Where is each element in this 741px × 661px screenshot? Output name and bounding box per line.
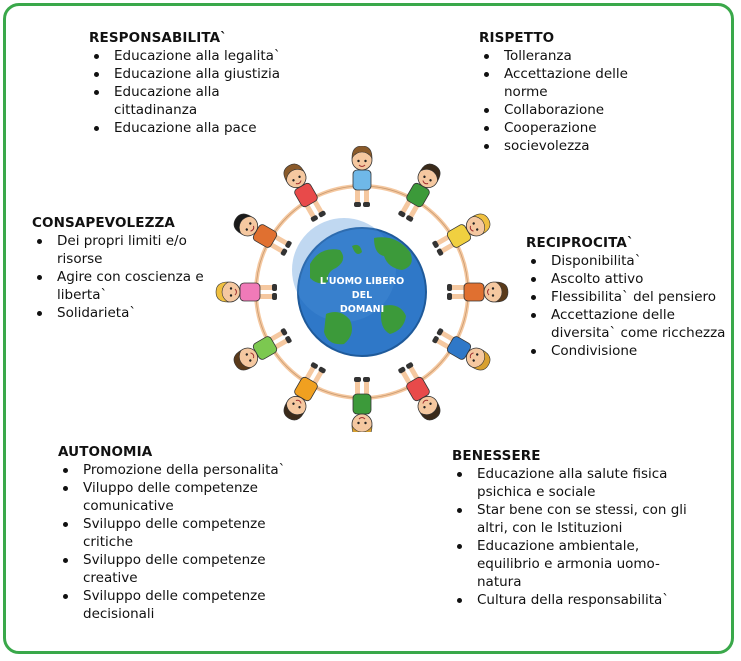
list-item: Sviluppo delle competenze creative [58,551,283,587]
list-item: Disponibilita` [526,252,738,270]
globe: L'UOMO LIBERO DEL DOMANI [292,218,427,357]
child-figure [398,163,441,222]
globe-title-line-1: L'UOMO LIBERO [320,276,404,287]
child-figure [447,281,509,303]
list-item: Agire con coscienza e liberta` [32,268,237,304]
child-figure [233,213,292,256]
child-figure [283,362,326,421]
child-figure [351,377,373,432]
globe-title-line-2: DEL [352,290,372,301]
list-item: Accettazione delle norme [479,65,644,101]
child-figure [233,328,292,371]
list-item: Educazione alla pace [89,119,299,137]
section-title: RESPONSABILITA` [89,30,227,46]
list-item: Educazione alla salute fisica psichica e… [452,465,692,501]
list-item: Flessibilita` del pensiero [526,288,738,306]
list-item: Star bene con se stessi, con gli altri, … [452,501,687,537]
list-item: Educazione alla giustizia [89,65,299,83]
list-item: Sviluppo delle competenze decisionali [58,587,283,623]
list-item: Dei propri limiti e/o risorse [32,232,217,268]
diagram-frame [3,3,734,654]
section-responsabilita: RESPONSABILITA` Educazione alla legalita… [89,29,299,137]
list-item: Condivisione [526,342,738,360]
section-title: AUTONOMIA [58,444,153,460]
child-figure [398,362,441,421]
children-around-globe-illustration: L'UOMO LIBERO DEL DOMANI [215,146,509,432]
child-figure [351,146,373,207]
globe-title-line-3: DOMANI [340,304,384,315]
list-item: Tolleranza [479,47,649,65]
section-consapevolezza: CONSAPEVOLEZZA Dei propri limiti e/o ris… [32,214,222,322]
list-item: socievolezza [479,137,649,155]
list-item: Accettazione delle diversita` come ricch… [526,306,738,342]
list-item: Promozione della personalita` [58,461,288,479]
list-item: Sviluppo delle competenze critiche [58,515,283,551]
child-figure [432,213,491,256]
section-reciprocita: RECIPROCITA` Disponibilita` Ascolto atti… [526,234,738,360]
child-figure [432,328,491,371]
list-item: Ascolto attivo [526,270,738,288]
section-title: RECIPROCITA` [526,235,634,251]
section-title: CONSAPEVOLEZZA [32,215,175,231]
list-item: Educazione alla cittadinanza [89,83,244,119]
section-autonomia: AUTONOMIA Promozione della personalita` … [58,443,288,623]
list-item: Educazione ambientale, equilibrio e armo… [452,537,689,591]
list-item: Educazione alla legalita` [89,47,299,65]
list-item: Cooperazione [479,119,649,137]
list-item: Viluppo delle competenze comunicative [58,479,283,515]
list-item: Solidarieta` [32,304,222,322]
list-item: Cultura della responsabilita` [452,591,674,609]
section-benessere: BENESSERE Educazione alla salute fisica … [452,447,687,609]
child-figure [283,163,326,222]
child-figure [215,281,277,303]
section-rispetto: RISPETTO Tolleranza Accettazione delle n… [479,29,649,155]
list-item: Collaborazione [479,101,649,119]
children-ring [215,146,509,432]
section-title: RISPETTO [479,30,555,46]
section-title: BENESSERE [452,448,541,464]
